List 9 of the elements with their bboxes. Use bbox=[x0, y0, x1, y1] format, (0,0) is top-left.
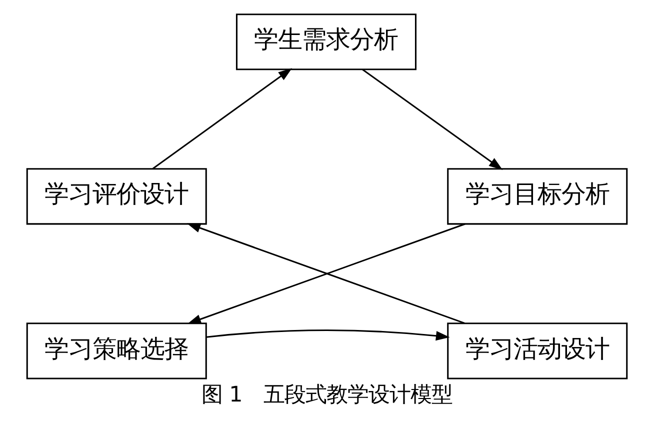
caption: 图 1 五段式教学设计模型 bbox=[200, 382, 452, 408]
node-box: 学习评价设计 bbox=[26, 168, 206, 225]
node-box: 学生需求分析 bbox=[235, 14, 416, 70]
arrow bbox=[362, 68, 502, 170]
node-box: 学习目标分析 bbox=[446, 168, 628, 225]
arrow bbox=[152, 68, 292, 170]
node-box: 学习活动设计 bbox=[446, 322, 628, 380]
node-box: 学习策略选择 bbox=[26, 322, 206, 380]
arrow bbox=[206, 330, 450, 341]
